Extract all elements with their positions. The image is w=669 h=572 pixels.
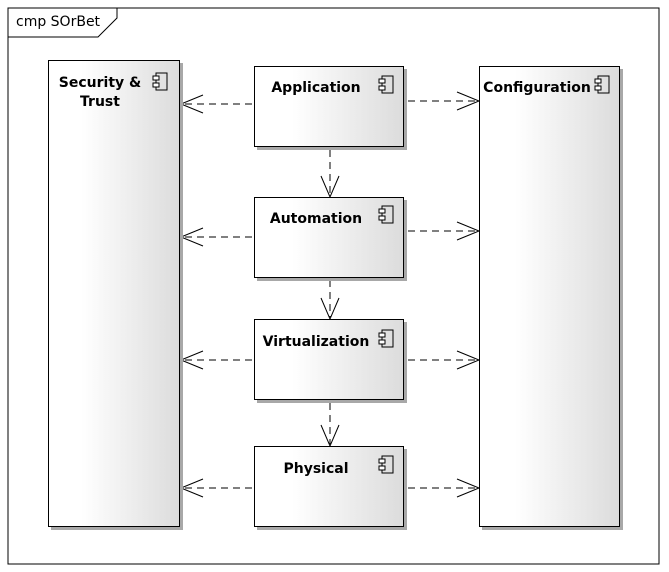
- component-icon: [152, 72, 168, 91]
- component-icon: [594, 75, 610, 94]
- component-security-trust: Security & Trust: [48, 60, 180, 527]
- component-label-automation: Automation: [269, 211, 363, 227]
- frame-title: cmp SOrBet: [16, 14, 101, 30]
- component-label-configuration: Configuration: [483, 80, 591, 96]
- component-icon: [378, 205, 394, 224]
- component-virtualization: Virtualization: [254, 319, 404, 400]
- arrowhead-left-4: [179, 478, 204, 498]
- arrowhead-left-3: [179, 350, 204, 370]
- component-label-physical: Physical: [283, 461, 349, 477]
- arrowhead-left-2: [179, 227, 204, 247]
- component-label-application: Application: [271, 80, 361, 96]
- component-icon: [378, 455, 394, 474]
- arrowhead-left-1: [179, 94, 204, 114]
- component-automation: Automation: [254, 197, 404, 278]
- component-icon: [378, 329, 394, 348]
- component-label-virtualization: Virtualization: [262, 334, 370, 350]
- component-application: Application: [254, 66, 404, 147]
- frame-name-tab: [8, 8, 118, 38]
- component-icon: [378, 75, 394, 94]
- component-label-security-trust: Security & Trust: [58, 75, 142, 110]
- component-physical: Physical: [254, 446, 404, 527]
- component-configuration: Configuration: [479, 66, 620, 527]
